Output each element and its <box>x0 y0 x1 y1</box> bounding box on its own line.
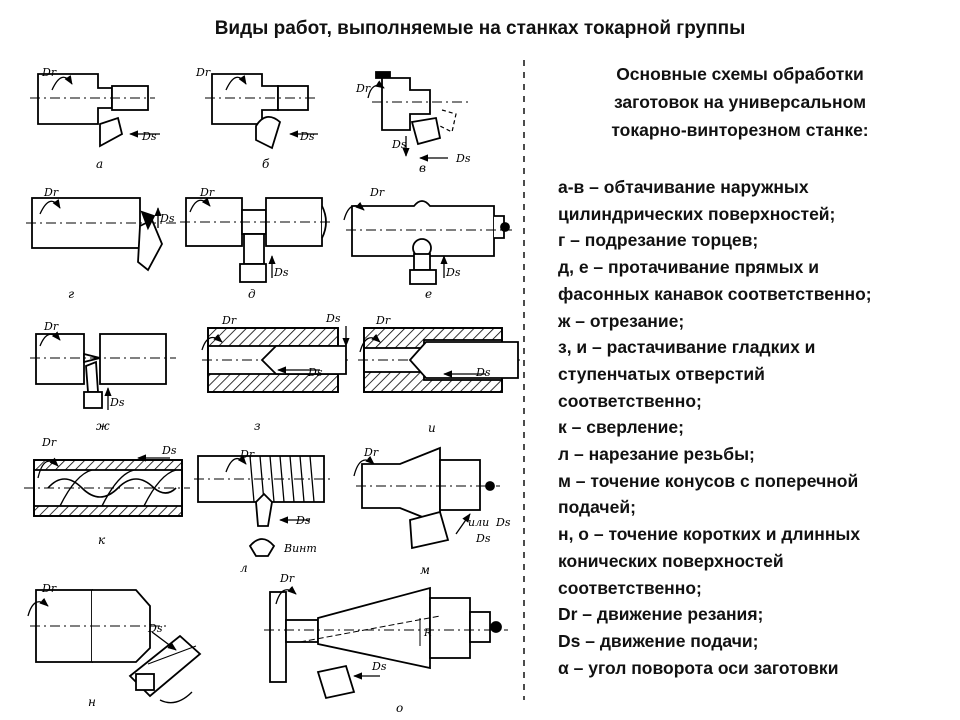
legend-line: д, е – протачивание прямых и <box>558 257 819 278</box>
figure-letter: н <box>88 695 96 709</box>
motion-label: Ds <box>475 532 491 545</box>
motion-label: Ds <box>159 212 175 225</box>
figure-e: е <box>343 200 512 301</box>
legend-line: фасонных канавок соответственно; <box>558 283 872 304</box>
motion-label: Dr <box>195 66 211 79</box>
motion-label: Dr <box>279 572 295 585</box>
legend-line: подачей; <box>558 497 636 518</box>
legend-line: соответственно; <box>558 390 702 411</box>
figure-letter: з <box>254 419 261 433</box>
figure-g: г <box>26 197 176 301</box>
legend-line: Dr – движение резания; <box>558 604 764 625</box>
legend-line: ж – отрезание; <box>558 310 685 331</box>
figure-letter: к <box>98 533 106 547</box>
figure-l: Винт л <box>194 455 334 575</box>
dimension-label: R <box>423 628 432 639</box>
figure-note: или <box>468 516 489 529</box>
motion-label: Ds <box>161 444 177 457</box>
motion-label: Ds <box>495 516 511 529</box>
subtitle-line: Основные схемы обработки <box>616 64 864 84</box>
figure-letter: о <box>396 701 403 715</box>
figure-i: и <box>358 327 520 435</box>
subtitle-block: Основные схемы обработки заготовок на ун… <box>580 60 900 144</box>
legend-line: а-в – обтачивание наружных <box>558 177 809 197</box>
motion-label: Ds <box>455 152 471 165</box>
motion-label: Dr <box>41 66 57 79</box>
motion-label: Ds <box>445 266 461 279</box>
legend-line: конических поверхностей <box>558 550 784 571</box>
legend-line: соответственно; <box>558 577 702 598</box>
motion-label: Dr <box>363 446 379 459</box>
motion-label: Dr <box>355 82 371 95</box>
motion-label: Dr <box>41 436 57 449</box>
motion-label: Dr <box>375 314 391 327</box>
figure-k: к <box>24 454 190 547</box>
motion-label: Dr <box>221 314 237 327</box>
motion-label: Dr <box>239 448 255 461</box>
legend-line: г – подрезание торцев; <box>558 230 759 251</box>
figure-o: R о <box>264 585 508 715</box>
subtitle-line: заготовок на универсальном <box>613 92 867 112</box>
legend-line: ступенчатых отверстий <box>558 363 765 384</box>
motion-label: Ds <box>325 312 341 325</box>
motion-label: Dr <box>369 186 385 199</box>
motion-label: Ds <box>295 514 311 527</box>
figure-v: в <box>367 71 470 175</box>
motion-label: Dr <box>199 186 215 199</box>
legend-line: цилиндрических поверхностей; <box>558 203 836 224</box>
figure-letter: б <box>262 157 270 171</box>
figure-letter: д <box>248 287 256 301</box>
figure-d: д <box>180 197 332 301</box>
legend-line: м – точение конусов с поперечной <box>558 470 859 491</box>
figure-letter: е <box>425 287 432 301</box>
motion-label: Ds <box>141 130 157 143</box>
figure-m: или м <box>353 446 500 577</box>
figure-b: б <box>205 73 318 171</box>
motion-label: Ds <box>109 396 125 409</box>
legend-line: л – нарезание резьбы; <box>558 444 755 465</box>
motion-label: Ds <box>307 366 323 379</box>
figure-letter: л <box>240 561 248 575</box>
figure-note: Винт <box>283 542 317 555</box>
figure-letter: ж <box>96 419 110 433</box>
legend-line: α – угол поворота оси заготовки <box>558 657 839 678</box>
motion-label: Ds <box>299 130 315 143</box>
legend-line: Ds – движение подачи; <box>558 630 759 651</box>
motion-label: Ds <box>475 366 491 379</box>
legend-line: з, и – растачивание гладких и <box>558 337 816 358</box>
figure-letter: а <box>96 157 103 171</box>
motion-label: Dr <box>41 582 57 595</box>
figure-letter: г <box>68 287 74 301</box>
figure-n: н <box>27 589 202 709</box>
page-title: Виды работ, выполняемые на станках токар… <box>214 18 746 39</box>
figure-letter: и <box>428 421 436 435</box>
motion-label: Ds <box>147 622 163 635</box>
legend-line: к – сверление; <box>558 417 684 438</box>
figure-letter: м <box>420 563 430 577</box>
motion-label: Ds <box>391 138 407 151</box>
motion-label: Ds <box>273 266 289 279</box>
figure-a: а <box>30 73 160 171</box>
figure-letter: в <box>419 161 426 175</box>
legend-list: а-в – обтачивание наружных цилиндрически… <box>558 174 958 681</box>
motion-label: Dr <box>43 320 59 333</box>
legend-line: н, о – точение коротких и длинных <box>558 524 861 545</box>
figure-z: з <box>201 326 350 433</box>
figure-zh: ж <box>30 331 176 433</box>
subtitle-line: токарно-винторезном станке: <box>611 120 869 140</box>
motion-label: Dr <box>43 186 59 199</box>
motion-label: Ds <box>371 660 387 673</box>
